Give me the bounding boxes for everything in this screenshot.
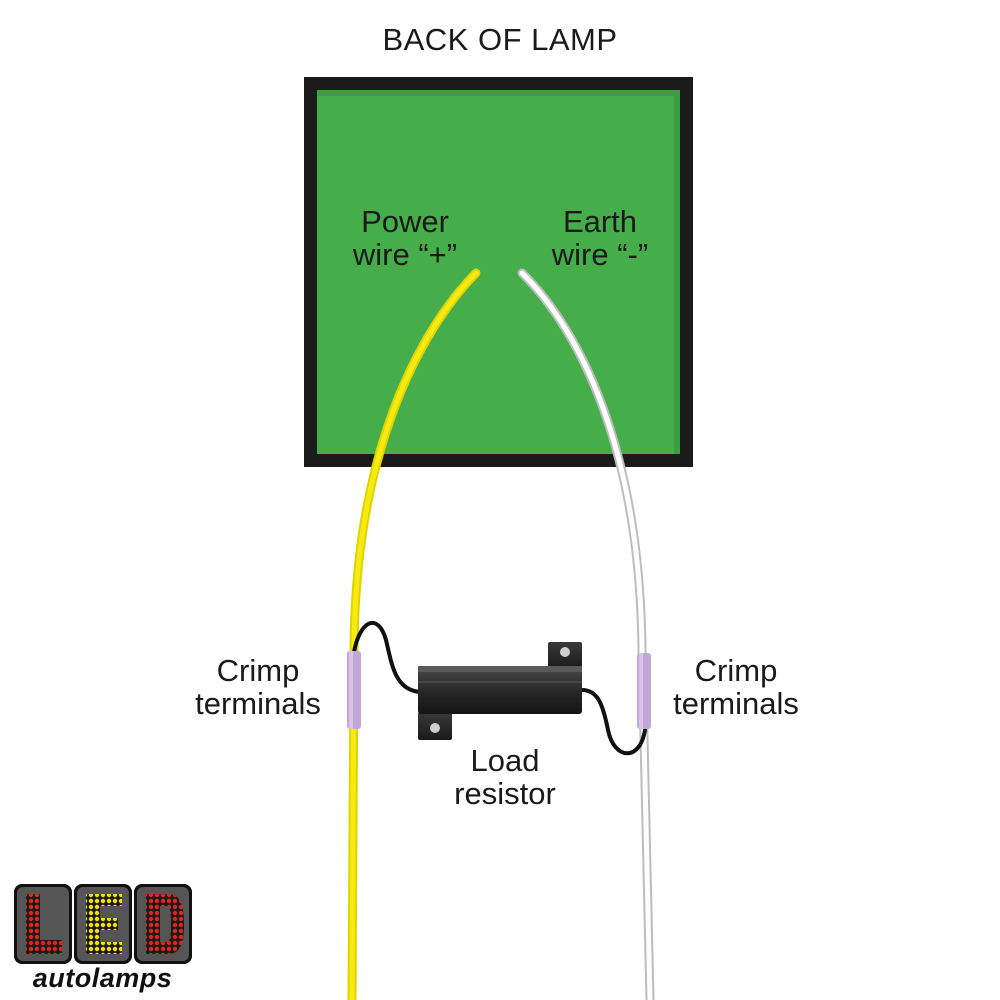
logo-letter-d <box>134 884 192 964</box>
earth-label-line1: Earth <box>562 204 638 239</box>
crimp-terminals-label-right: Crimp terminals <box>646 653 826 721</box>
logo-letter-l <box>14 884 72 964</box>
earth-label-line2: wire “-” <box>551 236 649 272</box>
power-label-line1: Power <box>361 204 449 239</box>
resistor-label-line2: resistor <box>454 775 556 811</box>
crimp-left-line1: Crimp <box>216 653 300 688</box>
power-wire-label: Power wire “+” <box>315 204 495 272</box>
resistor-lead-right <box>580 688 647 756</box>
lamp-back-icon <box>304 77 693 467</box>
crimp-terminals-label-left: Crimp terminals <box>168 653 348 721</box>
power-label-line2: wire “+” <box>352 236 458 272</box>
earth-wire-label: Earth wire “-” <box>510 204 690 272</box>
crimp-left-line2: terminals <box>195 685 321 721</box>
resistor-lead-left <box>352 620 422 694</box>
crimp-terminal-icon <box>347 651 361 729</box>
crimp-terminal-icon-right <box>637 653 651 729</box>
load-resistor-icon <box>418 642 582 740</box>
earth-wire-icon <box>517 268 655 1000</box>
led-autolamps-logo <box>14 884 192 964</box>
power-wire-icon <box>347 268 481 1000</box>
resistor-label-line1: Load <box>470 743 540 778</box>
logo-subtitle: autolamps <box>32 963 173 993</box>
crimp-right-line1: Crimp <box>694 653 778 688</box>
crimp-right-line2: terminals <box>673 685 799 721</box>
diagram-title: BACK OF LAMP <box>382 22 618 57</box>
load-resistor-label: Load resistor <box>415 743 595 811</box>
logo-letter-e <box>74 884 132 964</box>
